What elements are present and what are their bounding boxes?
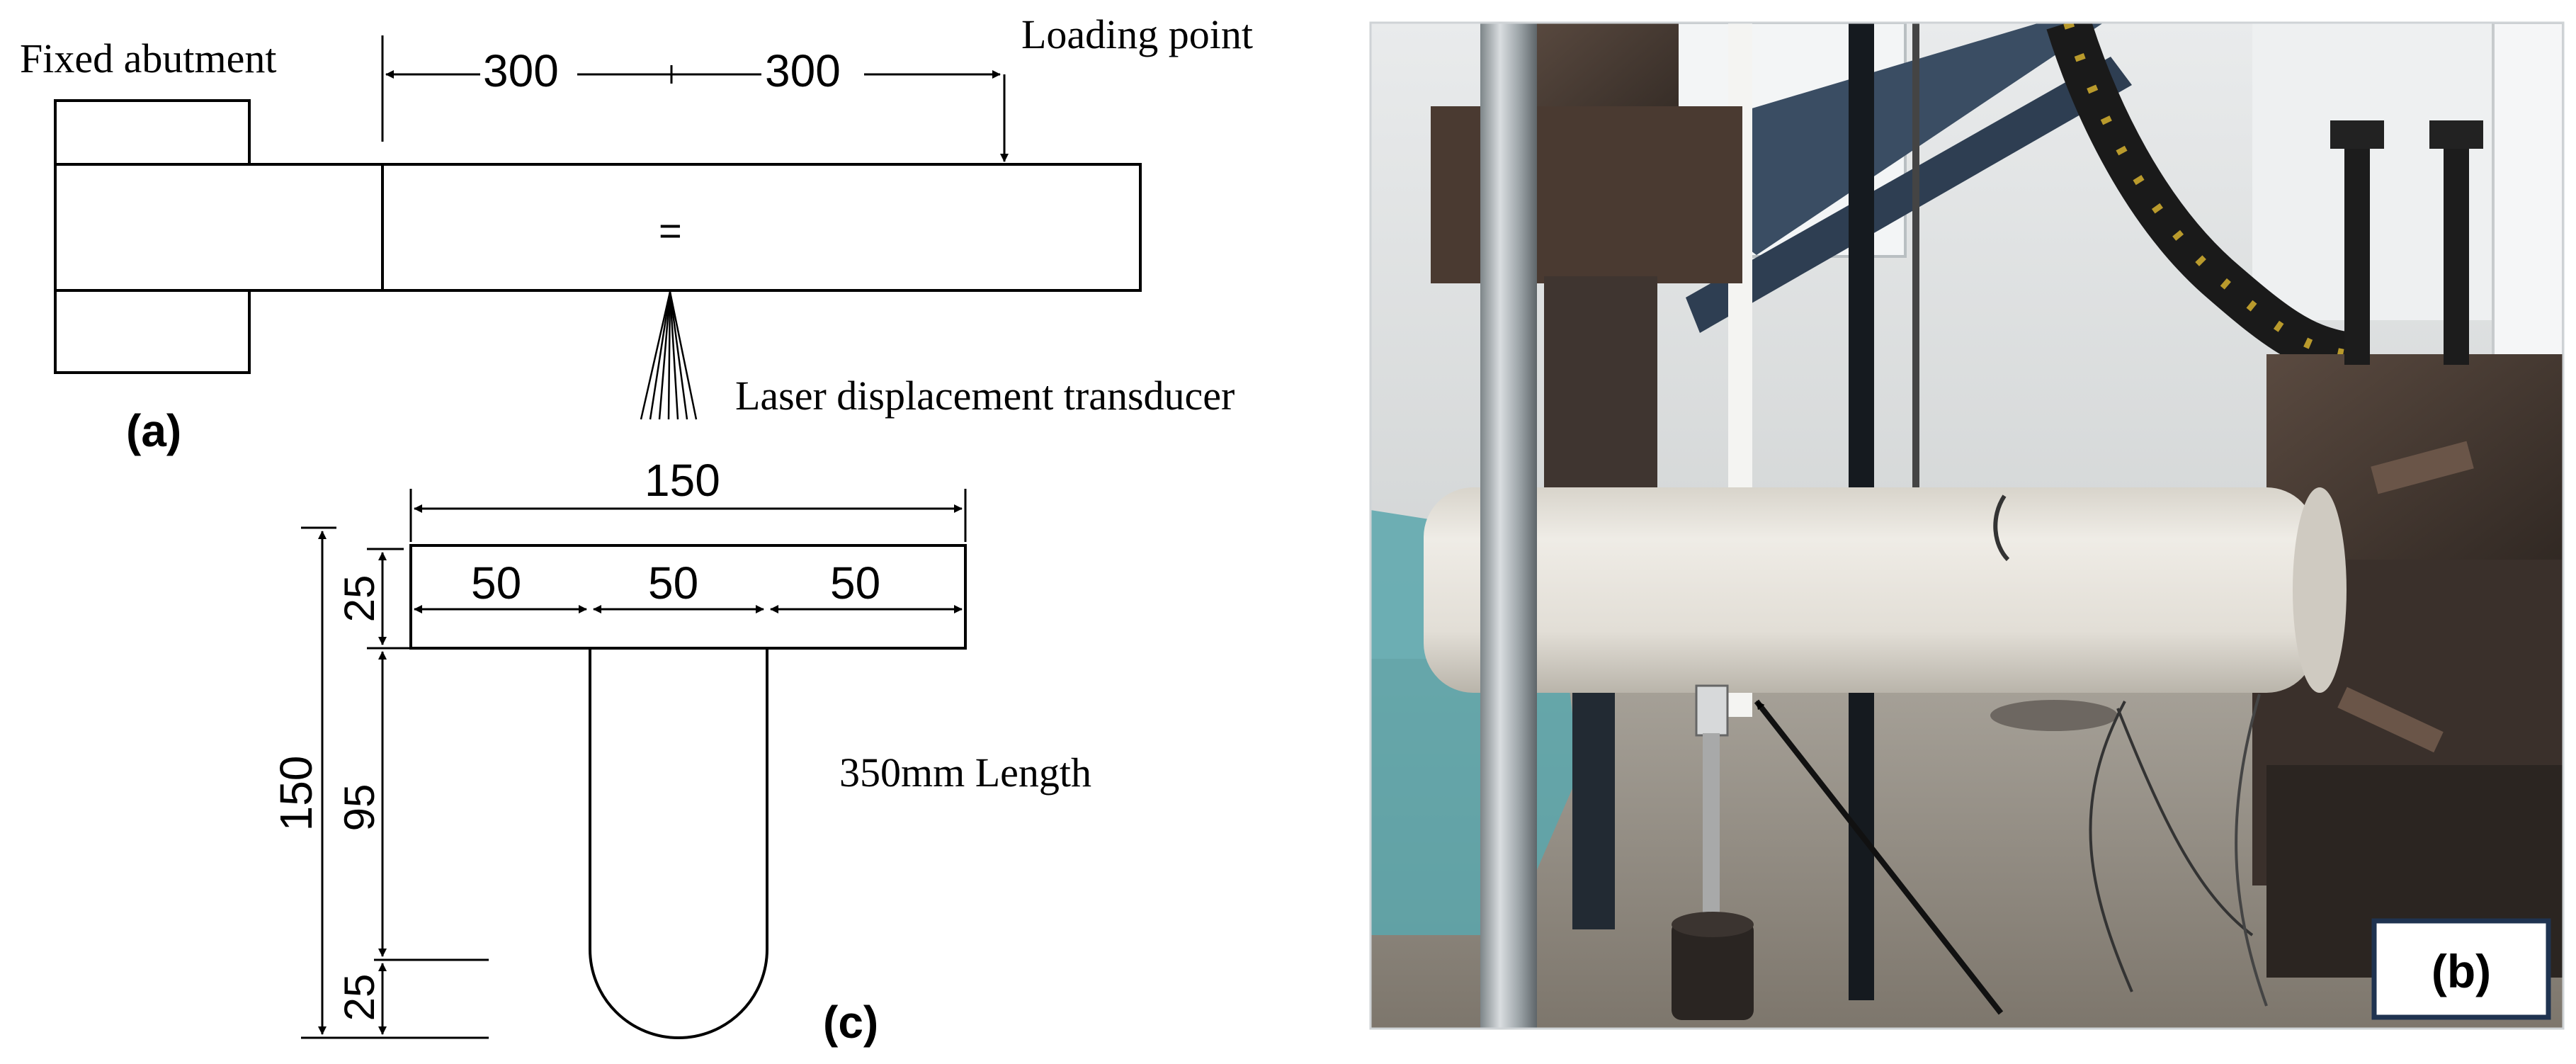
transducer-label: Laser displacement transducer	[735, 373, 1235, 419]
loading-point-label: Loading point	[1021, 11, 1253, 57]
dim-left-label: 300	[483, 45, 559, 96]
center-mark: =	[659, 208, 682, 253]
beam	[54, 163, 1142, 292]
panel-c	[301, 489, 967, 1039]
laser-fan-icon	[640, 291, 698, 420]
transducer-base	[1672, 921, 1754, 1020]
foreground-pole	[1480, 23, 1537, 1029]
panel-b-label: (b)	[2432, 945, 2491, 997]
length-note: 350mm Length	[839, 749, 1091, 796]
top-width-label: 150	[645, 455, 720, 506]
flange-left-label: 50	[471, 558, 521, 609]
panel-b-photo: (b)	[1369, 21, 2565, 1030]
panel-a	[54, 35, 1142, 420]
dim-right-label: 300	[765, 45, 841, 96]
photo-frame	[1369, 21, 2565, 1030]
web-height-label: 95	[336, 784, 383, 832]
flange-mid-label: 50	[648, 558, 698, 609]
flange-right-label: 50	[830, 558, 880, 609]
panel-c-label: (c)	[823, 997, 878, 1048]
panel-a-label: (a)	[126, 405, 181, 456]
flange-height-label: 25	[336, 575, 383, 623]
panel-b-label-box	[2371, 918, 2551, 1020]
web	[589, 648, 768, 1039]
total-height-label: 150	[271, 756, 322, 832]
cable-chain	[2046, 23, 2349, 377]
abutment-top-block	[54, 99, 251, 166]
specimen-cylinder	[1424, 487, 2316, 693]
abutment-bottom-block	[54, 289, 251, 374]
flange	[409, 544, 967, 650]
bottom-height-label: 25	[336, 974, 383, 1021]
fixed-abutment-label: Fixed abutment	[20, 35, 276, 81]
